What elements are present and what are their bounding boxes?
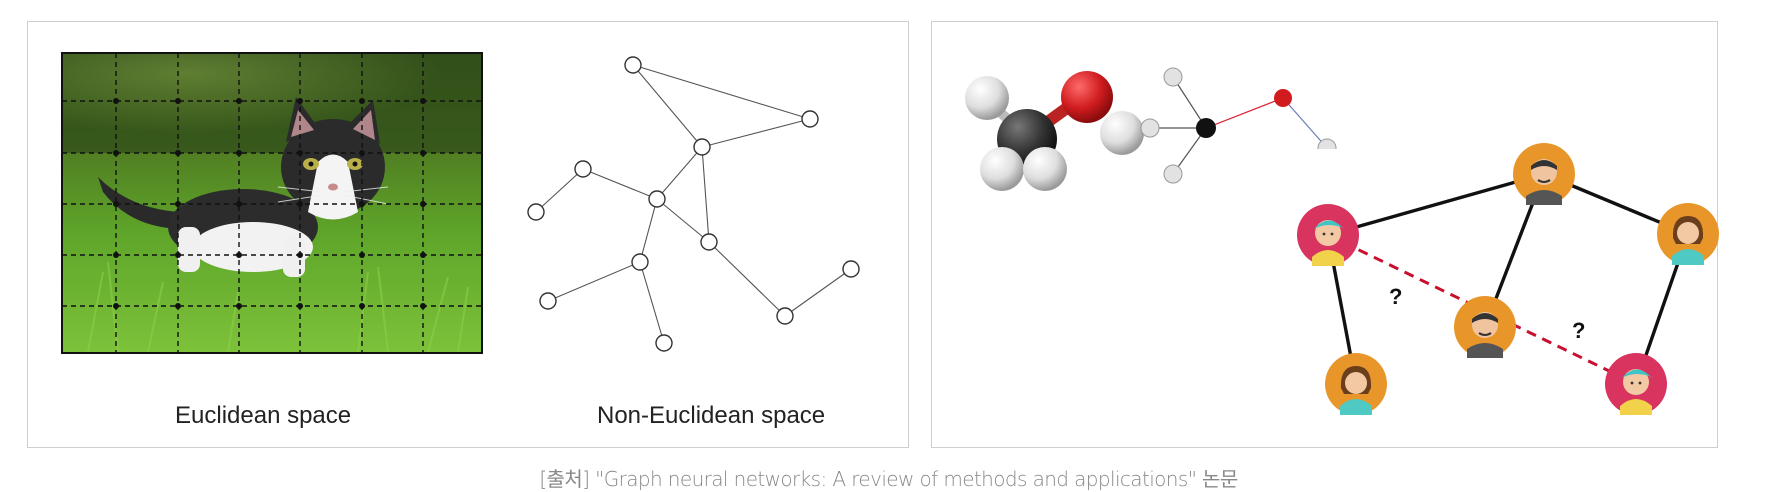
graph-node bbox=[574, 160, 592, 178]
graph-node bbox=[801, 110, 819, 128]
graph-node bbox=[700, 233, 718, 251]
graph-node bbox=[842, 260, 860, 278]
hydrogen-atom bbox=[980, 147, 1024, 191]
avatar bbox=[1454, 296, 1516, 358]
social-network: ? ? bbox=[1297, 143, 1719, 415]
left-panel: Euclidean space Non-Euclidean space bbox=[27, 21, 909, 448]
avatar bbox=[1605, 353, 1667, 415]
graph-node bbox=[539, 292, 557, 310]
figure-caption: [출처] "Graph neural networks: A review of… bbox=[539, 467, 1238, 491]
oxygen-atom bbox=[1061, 71, 1113, 123]
question-mark: ? bbox=[1389, 284, 1402, 309]
graph-node bbox=[624, 56, 642, 74]
grid-nodes bbox=[113, 98, 426, 309]
non-euclidean-space-label: Non-Euclidean space bbox=[597, 402, 826, 429]
molecule-graph bbox=[1140, 67, 1345, 184]
left-panel-figure bbox=[61, 52, 860, 354]
graph-node bbox=[648, 190, 666, 208]
avatar bbox=[1325, 353, 1387, 415]
graph-node bbox=[776, 307, 794, 325]
avatar bbox=[1513, 143, 1575, 205]
hydrogen-atom bbox=[965, 76, 1009, 120]
hydrogen-atom bbox=[1100, 111, 1144, 155]
graph-node bbox=[527, 203, 545, 221]
right-panel: ? ? bbox=[931, 21, 1719, 448]
methanol-3d-model bbox=[965, 71, 1144, 191]
right-panel-figure: ? ? bbox=[965, 67, 1719, 415]
non-euclidean-graph bbox=[527, 56, 860, 352]
graph-node bbox=[631, 253, 649, 271]
euclidean-space-label: Euclidean space bbox=[175, 402, 352, 429]
question-mark: ? bbox=[1572, 318, 1585, 343]
avatar bbox=[1297, 204, 1359, 266]
avatar bbox=[1657, 203, 1719, 265]
graph-node bbox=[693, 138, 711, 156]
hydrogen-atom bbox=[1023, 147, 1067, 191]
graph-node bbox=[655, 334, 673, 352]
cat-photo bbox=[61, 52, 483, 354]
